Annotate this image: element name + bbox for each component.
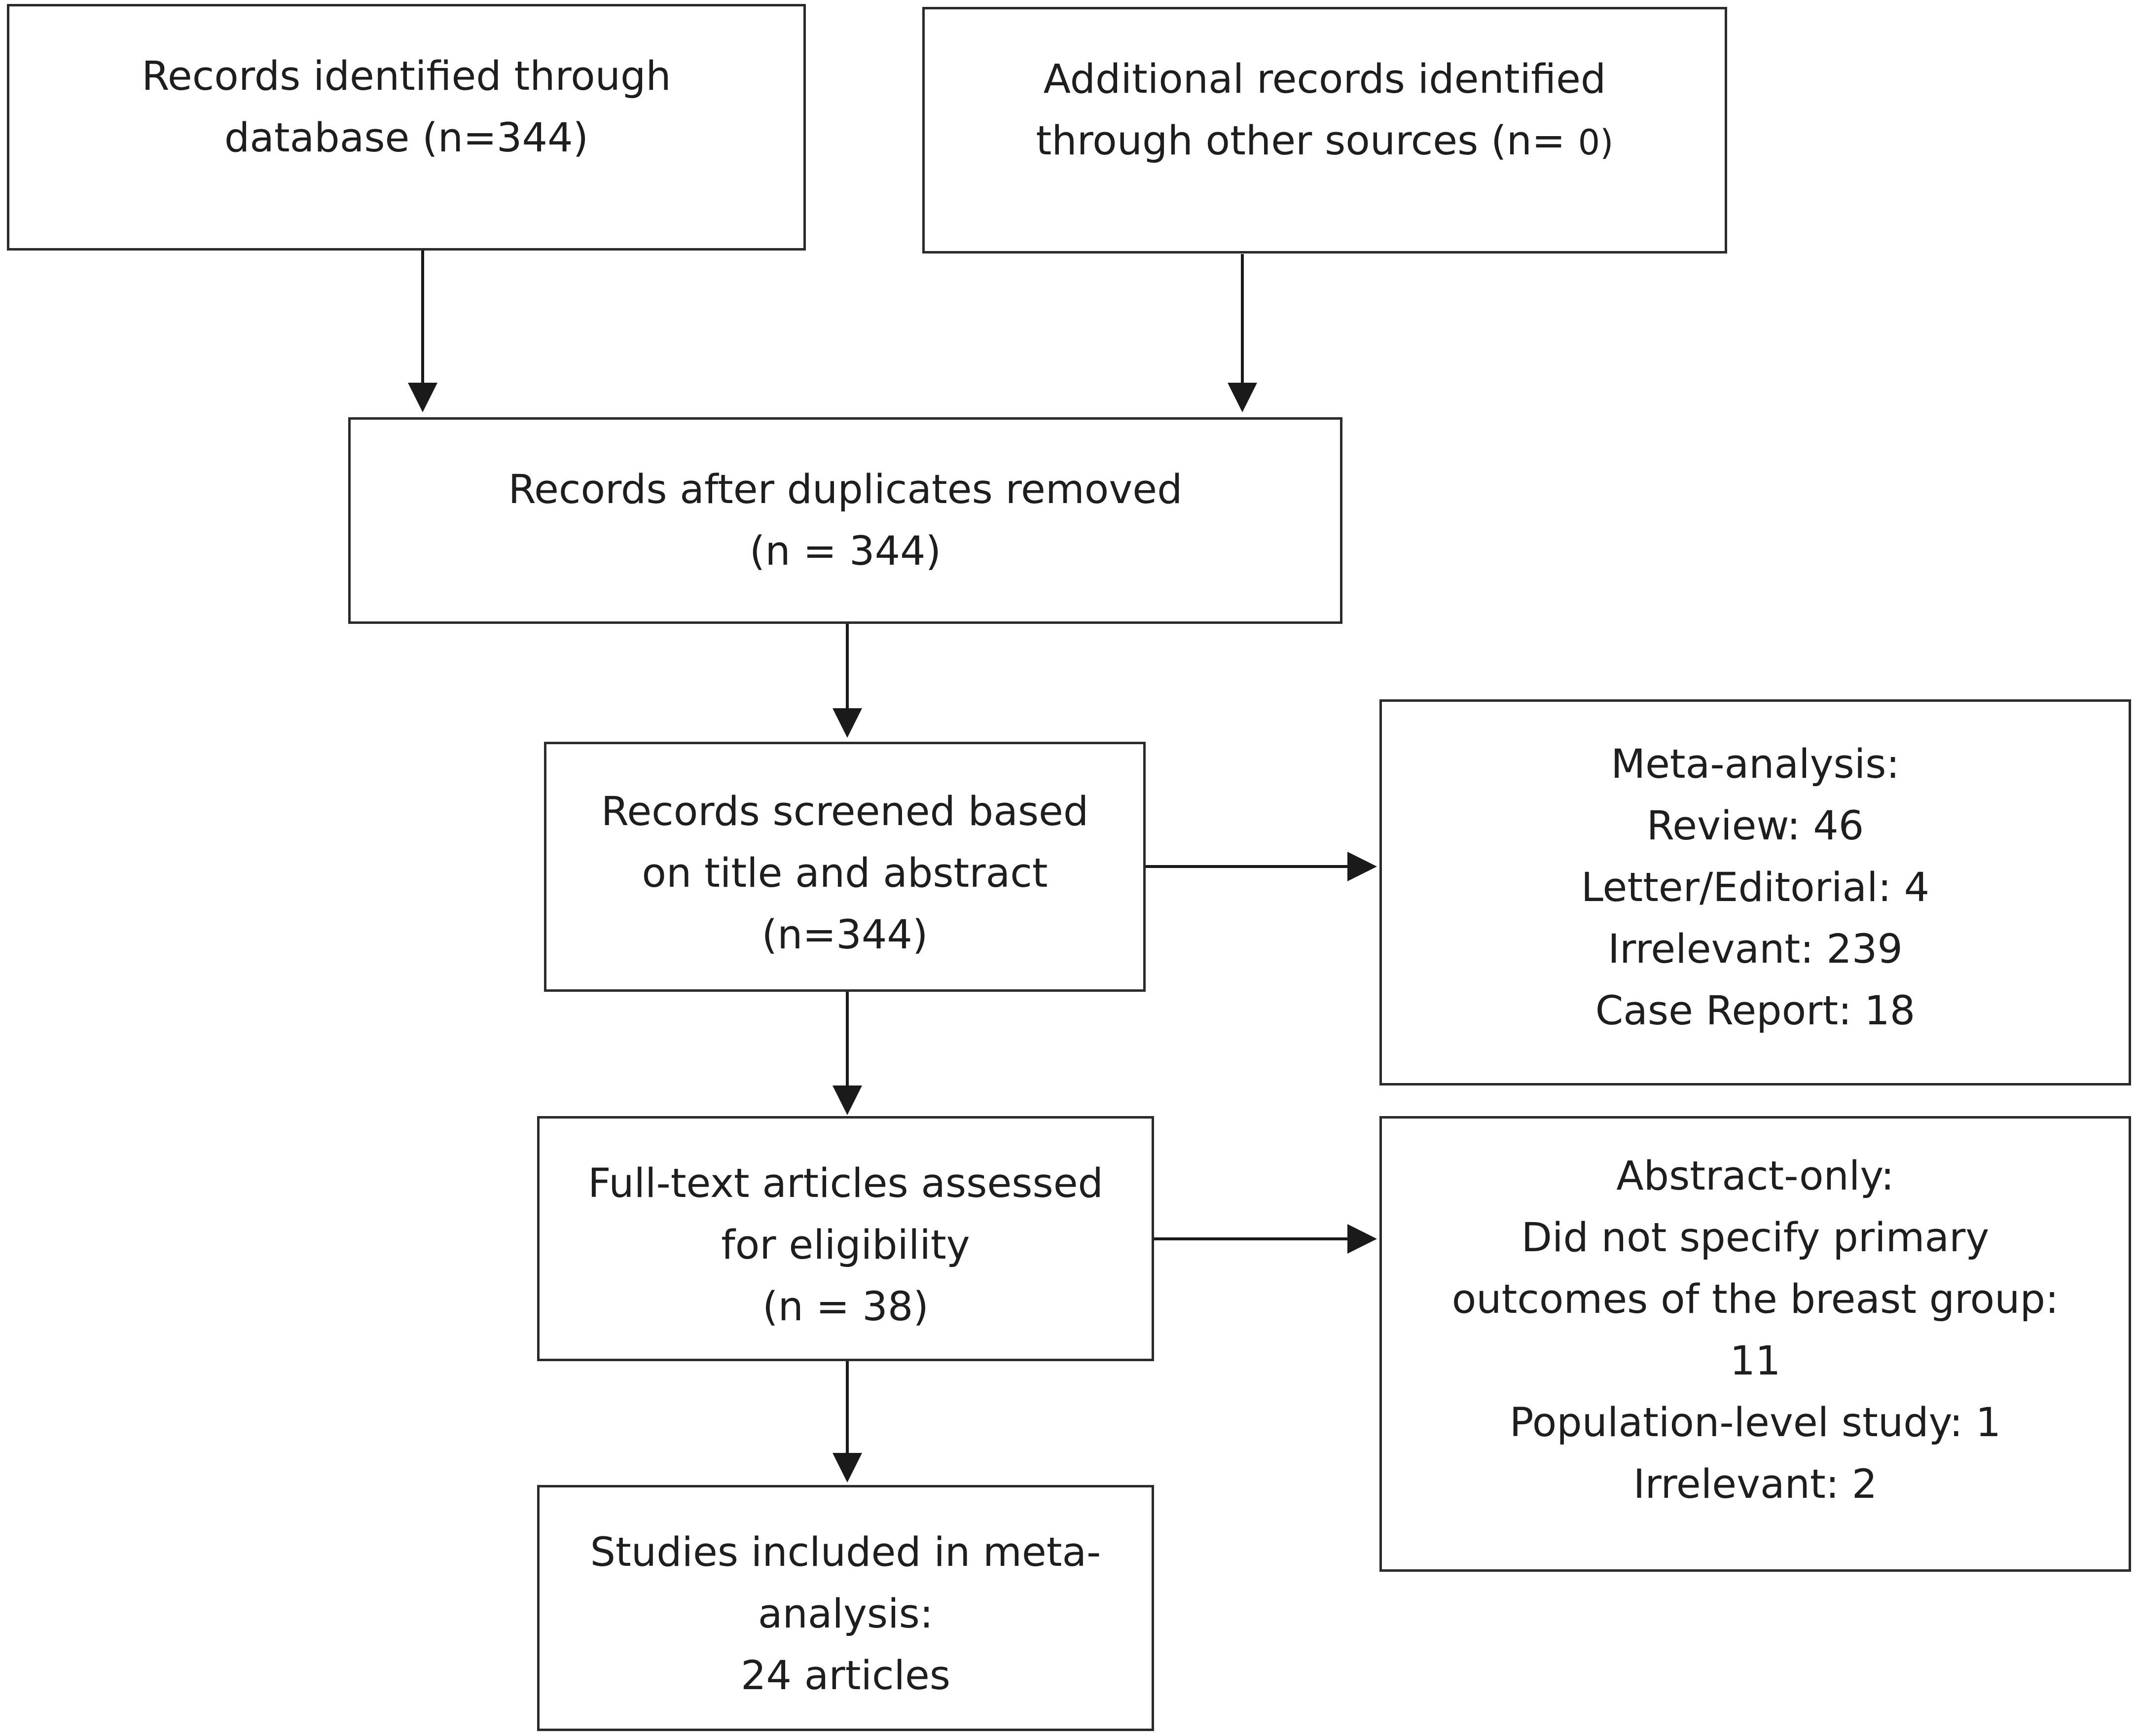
box-records-screened: Records screened based on title and abst…: [544, 742, 1146, 992]
box-full-text-assessed-text: Full-text articles assessed for eligibil…: [540, 1153, 1152, 1338]
text-line: 24 articles: [740, 1653, 951, 1699]
text-line: Full-text articles assessed: [588, 1160, 1103, 1207]
box-records-screened-text: Records screened based on title and abst…: [546, 781, 1143, 966]
text-fragment: through other sources (n=: [1036, 118, 1578, 164]
text-line: (n = 38): [762, 1284, 929, 1330]
box-records-identified-database-text: Records identified through database (n=3…: [9, 46, 803, 169]
text-line: through other sources (n= 0): [925, 110, 1725, 174]
text-line: Irrelevant: 239: [1608, 926, 1903, 973]
text-line: Irrelevant: 2: [1633, 1461, 1878, 1508]
text-line: outcomes of the breast group:: [1451, 1276, 2059, 1323]
text-line: Did not specify primary: [1521, 1215, 1990, 1261]
box-additional-records-other-sources: Additional records identified through ot…: [922, 7, 1727, 253]
text-line: (n = 344): [749, 528, 941, 575]
text-line: Records identified through: [142, 53, 671, 100]
box-excluded-full-text: Abstract-only: Did not specify primary o…: [1379, 1116, 2131, 1572]
box-excluded-screening-text: Meta-analysis: Review: 46 Letter/Editori…: [1382, 734, 2129, 1042]
text-line: Letter/Editorial: 4: [1581, 865, 1930, 911]
text-line: database (n=344): [224, 115, 589, 161]
text-line: Review: 46: [1646, 803, 1864, 849]
text-line: Records after duplicates removed: [508, 467, 1183, 513]
box-full-text-assessed: Full-text articles assessed for eligibil…: [537, 1116, 1154, 1361]
box-records-after-duplicates: Records after duplicates removed (n = 34…: [348, 417, 1342, 624]
text-line: Studies included in meta-: [590, 1529, 1101, 1576]
text-line: Case Report: 18: [1595, 988, 1916, 1034]
text-line: Records screened based: [601, 789, 1089, 835]
text-line: on title and abstract: [642, 850, 1048, 897]
text-line: Meta-analysis:: [1611, 741, 1900, 788]
text-line: for eligibility: [721, 1222, 970, 1268]
text-line: Additional records identified: [1043, 56, 1606, 103]
box-records-after-duplicates-text: Records after duplicates removed (n = 34…: [351, 459, 1340, 582]
box-excluded-full-text-text: Abstract-only: Did not specify primary o…: [1382, 1146, 2129, 1516]
text-line: Population-level study: 1: [1509, 1400, 2001, 1446]
text-line: analysis:: [758, 1591, 934, 1637]
text-line: (n=344): [761, 912, 928, 958]
box-additional-records-other-sources-text: Additional records identified through ot…: [925, 49, 1725, 174]
count-value: 0: [1578, 122, 1600, 163]
text-line: Abstract-only:: [1616, 1153, 1894, 1199]
box-studies-included-text: Studies included in meta- analysis: 24 a…: [540, 1522, 1152, 1707]
box-excluded-screening: Meta-analysis: Review: 46 Letter/Editori…: [1379, 699, 2131, 1085]
box-records-identified-database: Records identified through database (n=3…: [7, 4, 806, 251]
box-studies-included: Studies included in meta- analysis: 24 a…: [537, 1485, 1154, 1731]
text-line: 11: [1730, 1338, 1781, 1384]
closing-paren: ): [1600, 122, 1614, 163]
